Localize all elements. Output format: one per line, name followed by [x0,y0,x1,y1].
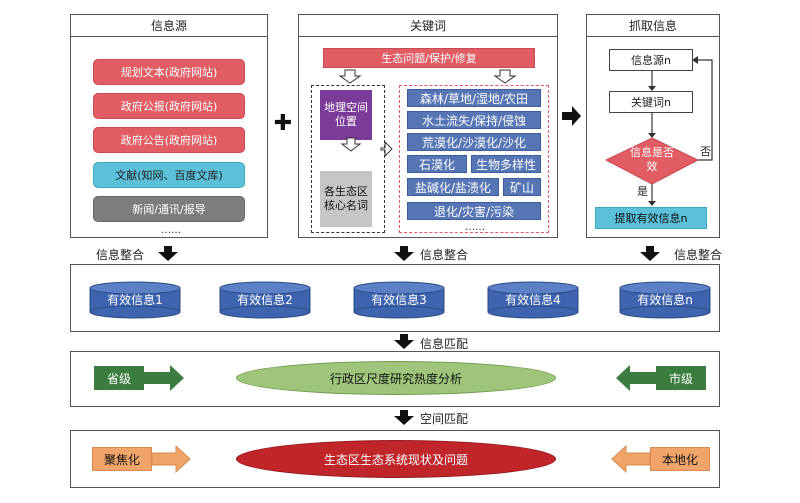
keyword-salinization: 盐碱化/盐渍化 [407,178,499,196]
core-terms-box: 各生态区核心名词 [320,171,372,227]
sources-ellipsis: …… [161,224,181,236]
district-analysis-ellipse: 行政区尺度研究热度分析 [236,361,556,395]
integrate-label-left: 信息整合 [96,248,145,262]
fetch-extract-box: 提取有效信息n [595,207,707,229]
match1-label: 信息匹配 [420,337,469,351]
topic-group [399,85,549,233]
focus-box: 聚焦化 [92,447,152,471]
down-arrow-5 [394,410,414,425]
valid-info-3: 有效信息3 [371,292,427,307]
keywords-title: 关键词 [299,15,557,37]
keyword-degradation: 退化/灾害/污染 [407,202,541,220]
fetch-decision-label: 信息是否效 [630,146,674,173]
ecosystem-status-ellipse: 生态区生态系统现状及问题 [236,440,556,478]
down-arrow-2 [394,246,414,261]
plus-icon: ✚ [273,110,293,136]
fetch-yes-label: 是 [637,185,648,198]
province-box: 省级 [94,366,144,390]
keyword-biodiversity: 生物多样性 [471,155,541,173]
source-item-gazette: 政府公报(政府网站) [93,93,245,119]
source-item-plan: 规划文本(政府网站) [93,59,245,85]
source-item-notice: 政府公告(政府网站) [93,127,245,153]
down-arrow-1 [158,246,178,261]
localize-box: 本地化 [650,447,710,471]
integrate-label-center: 信息整合 [420,248,469,262]
integrate-label-right: 信息整合 [674,248,723,262]
valid-info-n: 有效信息n [637,292,693,307]
down-arrow-4 [394,334,414,349]
keyword-forest: 森林/草地/湿地/农田 [407,89,541,107]
fetch-no-label: 否 [700,145,711,158]
city-box: 市级 [656,366,706,390]
keyword-erosion: 水土流失/保持/侵蚀 [407,111,541,129]
valid-info-1: 有效信息1 [107,292,163,307]
valid-info-4: 有效信息4 [505,292,561,307]
valid-info-2: 有效信息2 [237,292,293,307]
sources-title: 信息源 [71,15,267,37]
fetch-title: 抓取信息 [587,15,719,37]
down-arrow-3 [640,246,660,261]
source-item-literature: 文献(知网、百度文库) [93,162,245,188]
fetch-panel: 抓取信息 信息源n 关键词n 信息是否效 否 是 提取有效信息n [586,14,720,238]
keywords-panel: 关键词 生态问题/保护/修复 地理空间位置 各生态区核心名词 森林/草地/湿地/… [298,14,558,238]
arrow-to-fetch [562,106,581,126]
fetch-keyword-box: 关键词n [609,91,693,113]
source-item-news: 新闻/通讯/报导 [93,196,245,222]
keyword-desert: 荒漠化/沙漠化/沙化 [407,133,541,151]
match2-label: 空间匹配 [420,412,469,426]
sources-panel: 信息源 规划文本(政府网站) 政府公报(政府网站) 政府公告(政府网站) 文献(… [70,14,268,238]
spatial-group [311,85,385,233]
keyword-top-box: 生态问题/保护/修复 [323,48,535,68]
keyword-rocky: 石漠化 [407,155,467,173]
geo-location-box: 地理空间位置 [320,90,372,140]
keyword-mine: 矿山 [503,178,541,196]
keywords-ellipsis: …… [465,221,485,233]
fetch-source-box: 信息源n [609,49,693,71]
